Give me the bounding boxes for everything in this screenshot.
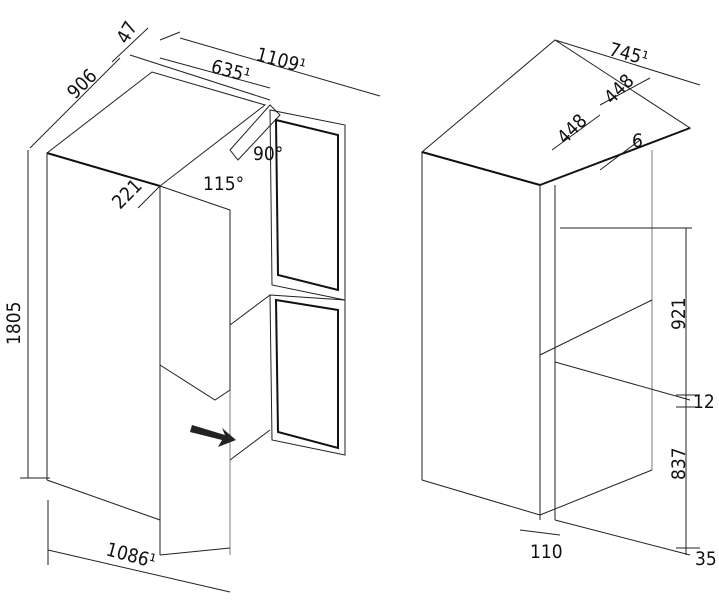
arrow-icon	[190, 425, 236, 447]
right-dimension-lines	[519, 39, 701, 555]
label-height: 1805	[3, 302, 25, 346]
label-door-depth-b: 448	[600, 70, 639, 109]
right-fridge-body	[420, 39, 692, 556]
label-door-gap: 47	[112, 18, 142, 48]
left-open-doors	[159, 104, 346, 461]
label-middle-gap: 12	[693, 391, 715, 413]
label-plinth: 35	[695, 548, 717, 570]
lower-interior	[269, 294, 346, 456]
label-depth: 906	[63, 65, 102, 104]
freezer-door-115	[159, 185, 231, 401]
label-angle-115: 115°	[203, 173, 244, 195]
label-side-offset: 110	[530, 541, 563, 563]
label-gap: 6	[632, 130, 643, 152]
label-width-90: 1109¹	[254, 44, 308, 78]
label-lower-height: 837	[668, 447, 690, 480]
left-dimension-lines	[20, 27, 381, 593]
label-depth-total: 745¹	[607, 39, 651, 70]
door-90-top	[229, 104, 281, 161]
label-width-115: 1086¹	[104, 539, 158, 573]
upper-interior	[269, 109, 346, 301]
label-angle-90: 90°	[253, 143, 283, 165]
left-fridge-body	[45, 71, 267, 556]
label-upper-height: 921	[668, 297, 690, 330]
label-door-depth-a: 448	[553, 110, 592, 149]
